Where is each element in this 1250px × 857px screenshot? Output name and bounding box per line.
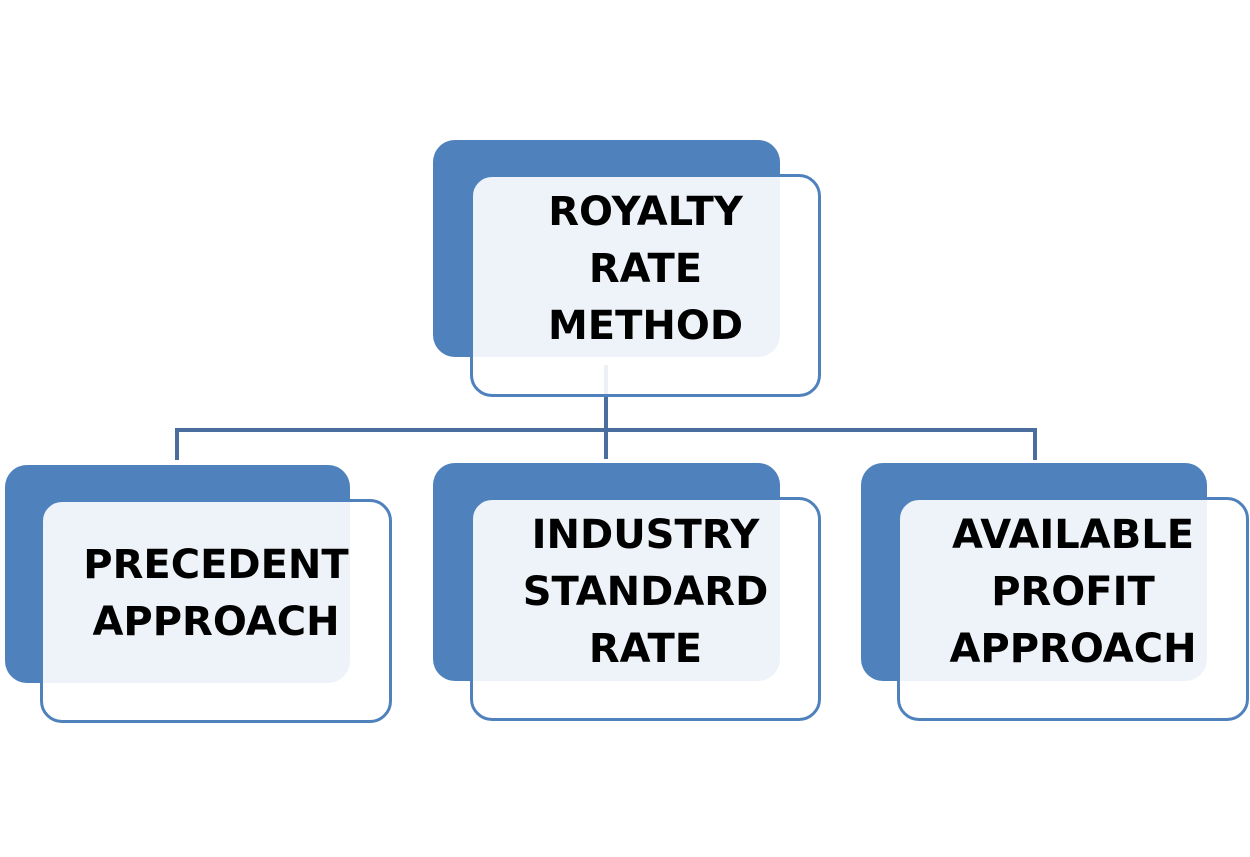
child-3-line-3: APPROACH: [949, 625, 1197, 672]
child-1-label: PRECEDENT APPROACH: [40, 499, 392, 689]
child-3-box: [897, 497, 1249, 721]
child-2-line-1: INDUSTRY: [531, 511, 760, 558]
child-3-line-1: AVAILABLE: [951, 511, 1195, 558]
child-2-label: INDUSTRY STANDARD RATE: [470, 497, 821, 687]
connector-child-1: [175, 428, 179, 460]
root-line-2: RATE: [588, 245, 703, 292]
root-node-box: [470, 174, 821, 397]
child-3-line-2: PROFIT: [991, 568, 1155, 615]
child-1-line-2: APPROACH: [92, 599, 340, 645]
child-2-line-2: STANDARD: [522, 568, 769, 615]
child-1-line-1: PRECEDENT: [83, 542, 349, 588]
child-1-box: [40, 499, 392, 723]
connector-horizontal-bar: [175, 428, 1037, 432]
root-line-1: ROYALTY: [548, 188, 743, 235]
child-2-line-3: RATE: [588, 625, 703, 672]
child-2-box: [470, 497, 821, 721]
root-node-label: ROYALTY RATE METHOD: [470, 174, 821, 364]
child-3-label: AVAILABLE PROFIT APPROACH: [897, 497, 1249, 687]
connector-root-stem: [604, 365, 608, 459]
root-line-3: METHOD: [547, 302, 744, 349]
connector-child-3: [1033, 428, 1037, 460]
